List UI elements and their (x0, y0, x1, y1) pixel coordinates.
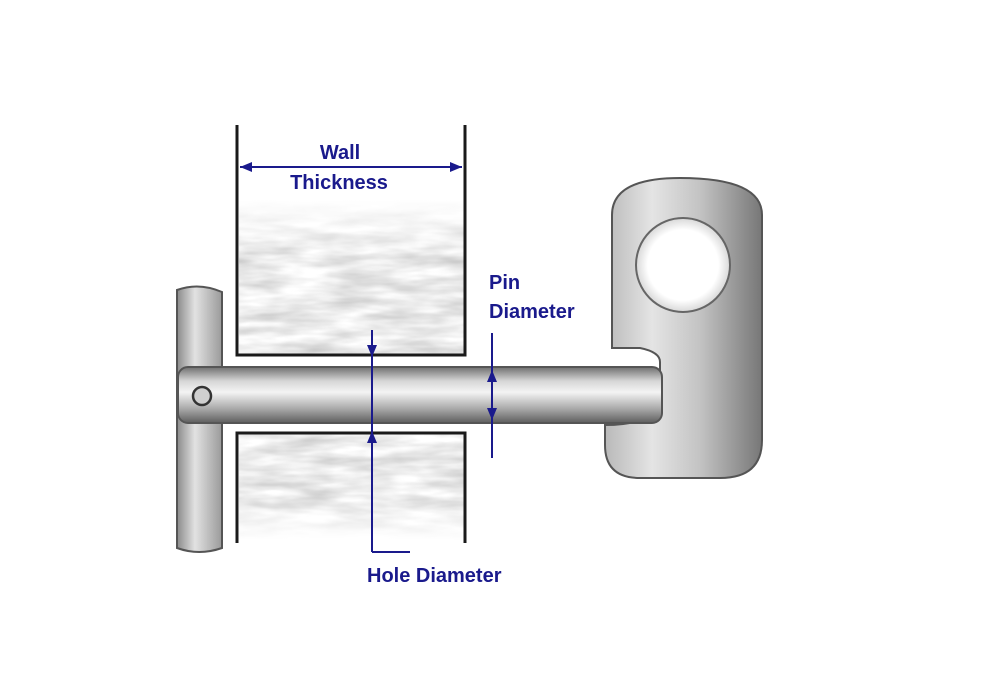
wall-thickness-dimension (240, 162, 462, 172)
wall-material (239, 200, 465, 540)
wall-outline (235, 125, 467, 543)
pin-diameter-label-line1: Pin (489, 272, 520, 294)
wall-thickness-label-line1: Wall (320, 142, 360, 164)
pin-shaft (177, 366, 663, 424)
detent-ball (191, 385, 213, 407)
hole-diameter-dimension (367, 330, 410, 553)
tab-ring-hole (635, 217, 731, 313)
wall-thickness-label-line2: Thickness (290, 172, 388, 194)
pin-diameter-dimension (487, 333, 497, 458)
hole-diameter-label: Hole Diameter (367, 565, 502, 587)
pin-diameter-label-line2: Diameter (489, 301, 575, 323)
pin-tab (604, 176, 763, 479)
